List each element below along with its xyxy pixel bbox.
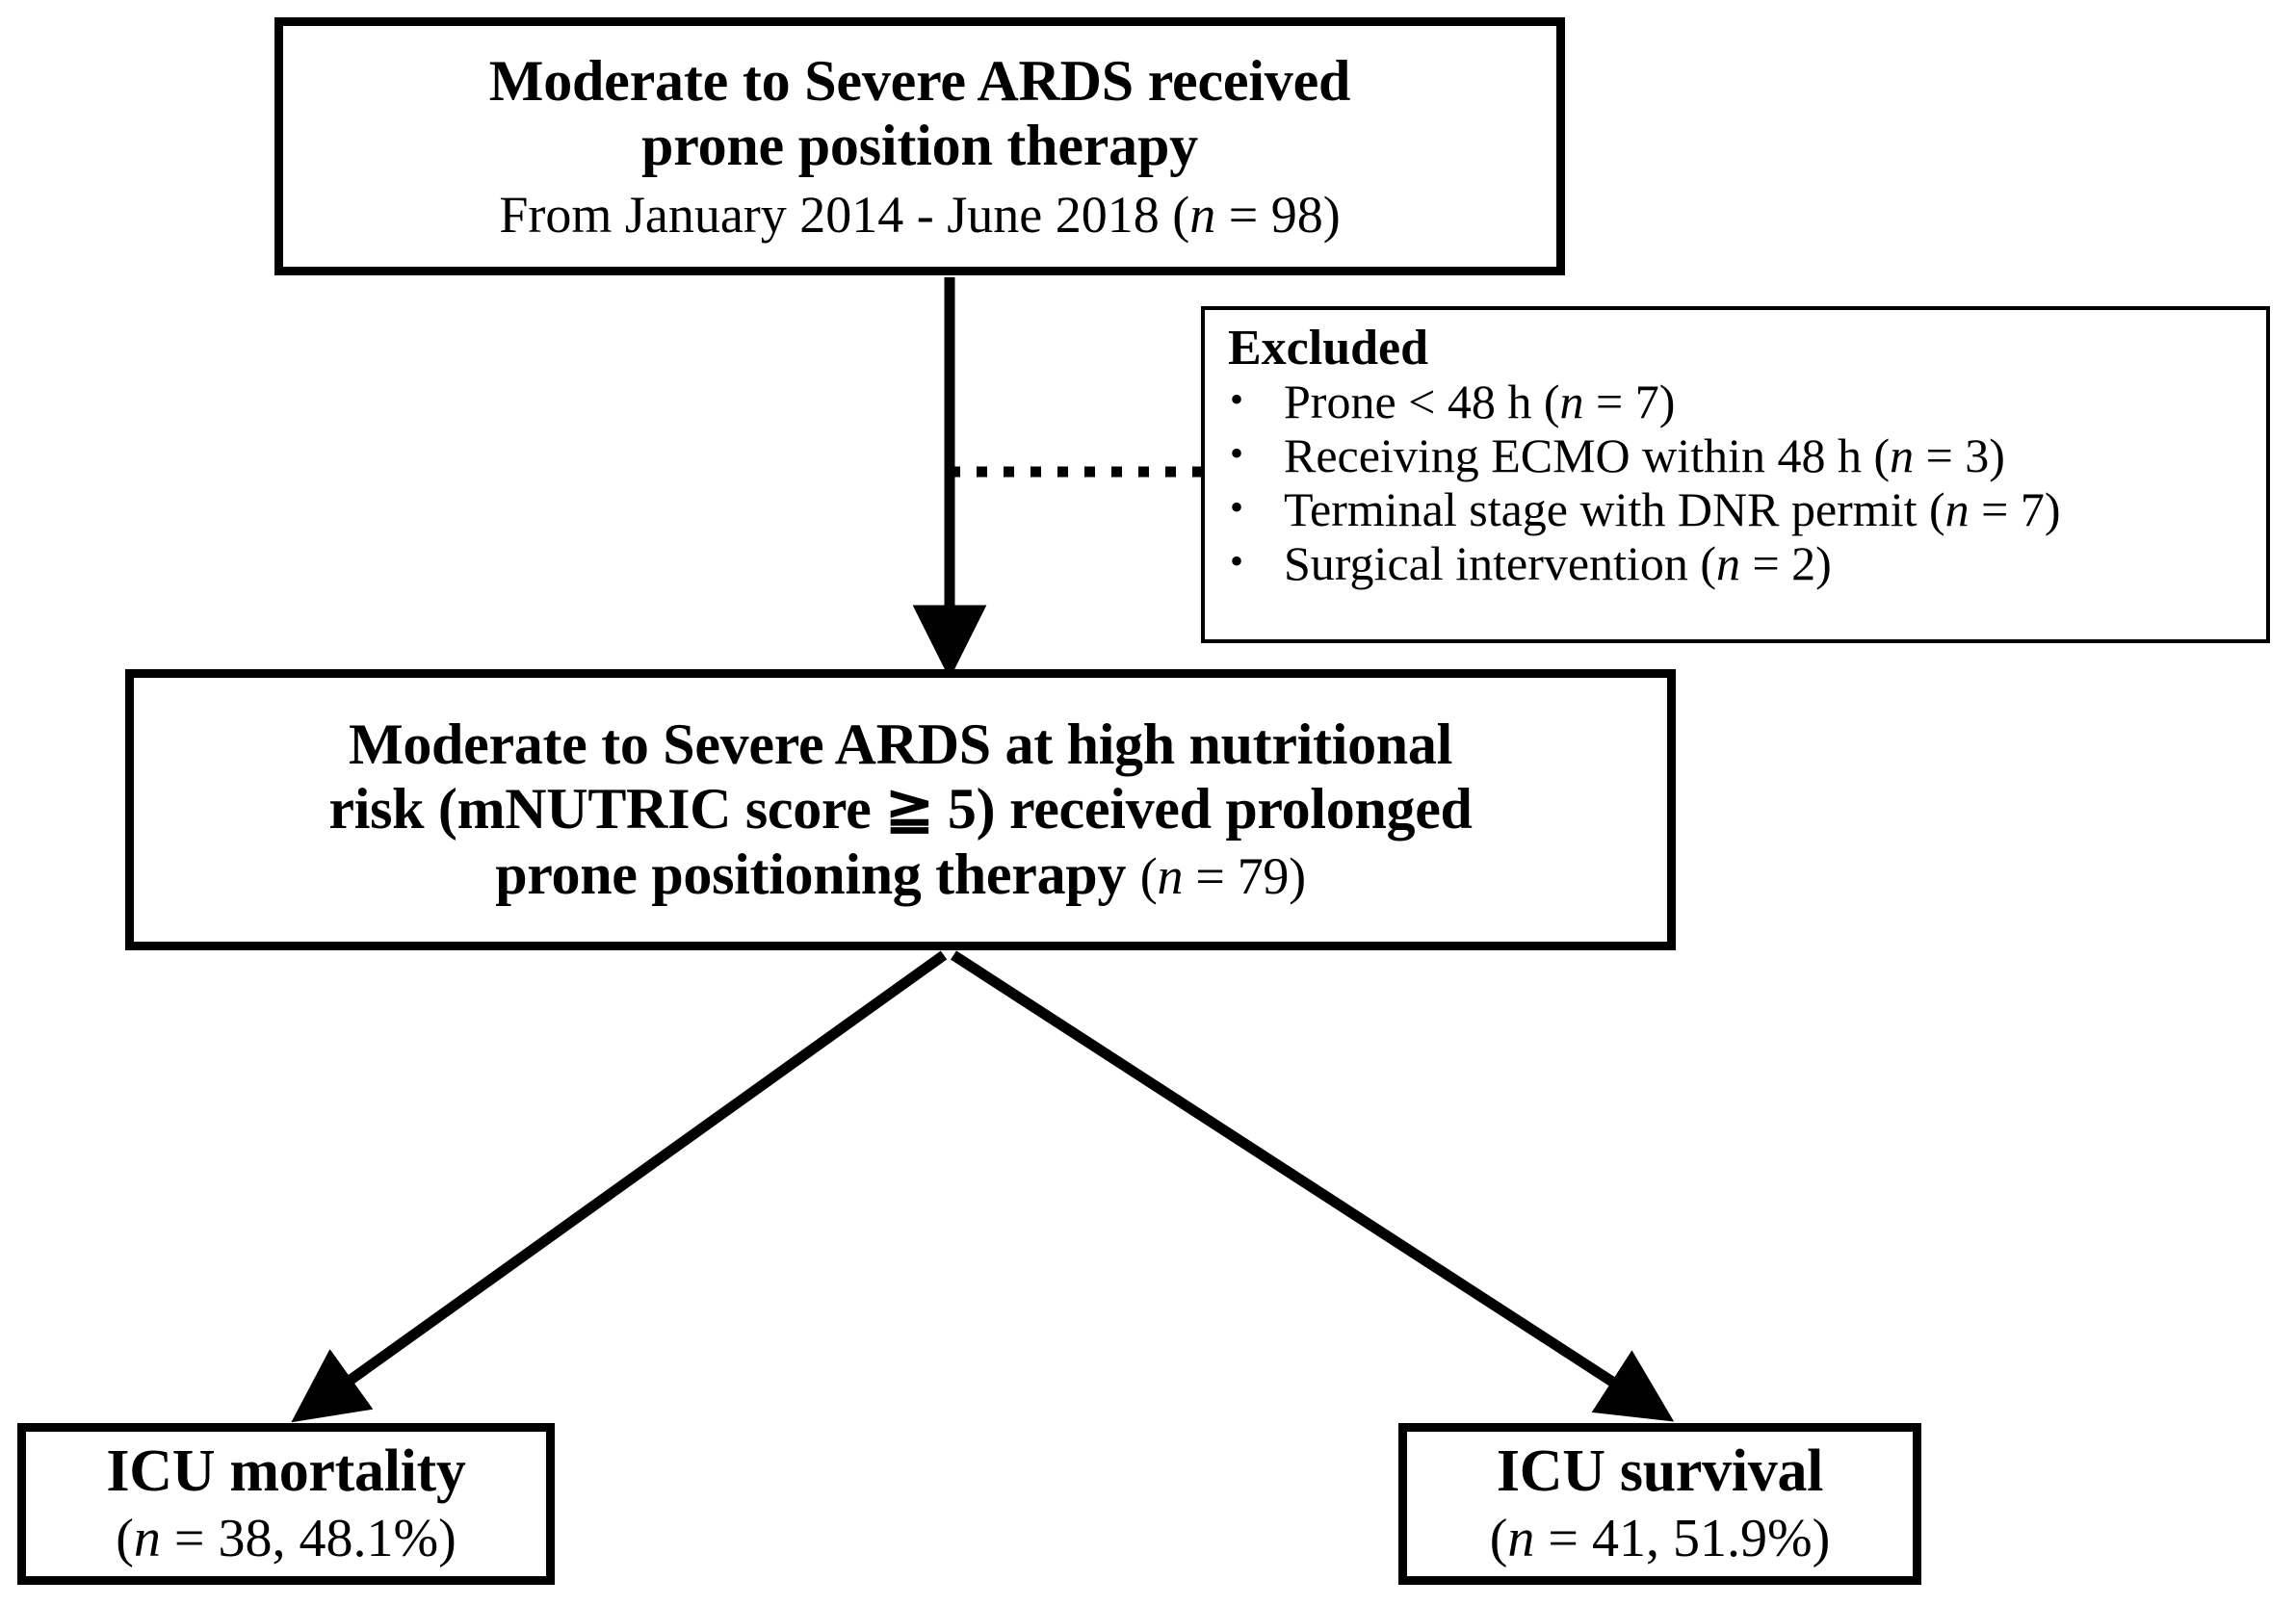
node-icu-survival: ICU survival (n = 41, 51.9%) [1398,1423,1921,1585]
enrolled-line-2: risk (mNUTRIC score ≧ 5) received prolon… [328,777,1473,842]
excluded-item-ecmo: • Receiving ECMO within 48 h (n = 3) [1222,428,2266,482]
bullet-icon: • [1230,485,1244,530]
excluded-item-prone: • Prone < 48 h (n = 7) [1222,375,2266,428]
excluded-item-n-value: = 2) [1739,536,1832,591]
mortality-n-value: = 38, 48.1%) [160,1509,457,1569]
edge-enrolled-to-survival [951,950,1675,1422]
cohort-n-symbol: n [1189,185,1216,244]
excluded-item-n-value: = 7) [1583,375,1676,429]
survival-stats: (n = 41, 51.9%) [1490,1509,1831,1569]
excluded-item-text: Prone < 48 h ( [1284,375,1560,429]
edge-enrolled-to-mortality [291,950,948,1423]
cohort-n-value: = 98) [1215,185,1341,244]
enrolled-n-value: = 79) [1183,846,1306,905]
bullet-icon: • [1230,539,1244,583]
cohort-line-2: prone position therapy [641,113,1198,177]
excluded-item-n-symbol: n [1559,375,1584,429]
node-enrolled: Moderate to Severe ARDS at high nutritio… [125,669,1676,950]
enrolled-line-1: Moderate to Severe ARDS at high nutritio… [349,712,1452,777]
cohort-line-3: From January 2014 - June 2018 (n = 98) [499,186,1340,244]
mortality-stats: (n = 38, 48.1%) [116,1509,457,1569]
bullet-icon: • [1230,431,1244,476]
excluded-item-n-value: = 7) [1969,482,2061,537]
node-icu-mortality: ICU mortality (n = 38, 48.1%) [17,1423,555,1585]
enrolled-n-open: ( [1139,846,1158,905]
survival-n-value: = 41, 51.9%) [1534,1509,1831,1569]
mortality-n-symbol: n [133,1509,161,1569]
enrolled-therapy-text: prone positioning therapy [495,842,1140,906]
excluded-item-text: Terminal stage with DNR permit ( [1284,482,1945,537]
bullet-icon: • [1230,377,1244,422]
survival-stats-open: ( [1489,1509,1508,1569]
mortality-stats-open: ( [116,1509,134,1569]
mortality-title: ICU mortality [106,1438,466,1504]
excluded-item-text: Surgical intervention ( [1284,536,1716,591]
cohort-period-prefix: From January 2014 - June 2018 ( [499,185,1190,244]
excluded-item-dnr: • Terminal stage with DNR permit (n = 7) [1222,482,2266,536]
enrolled-line-3: prone positioning therapy (n = 79) [495,842,1306,907]
excluded-item-text: Receiving ECMO within 48 h ( [1284,428,1891,483]
cohort-line-1: Moderate to Severe ARDS received [488,48,1351,113]
excluded-item-surgery: • Surgical intervention (n = 2) [1222,536,2266,590]
excluded-heading: Excluded [1228,321,1429,376]
excluded-item-n-value: = 3) [1914,428,2005,483]
node-cohort: Moderate to Severe ARDS received prone p… [274,17,1565,275]
excluded-item-n-symbol: n [1944,482,1970,537]
enrolled-n-symbol: n [1157,846,1184,905]
survival-title: ICU survival [1496,1438,1824,1504]
excluded-list: •Prone < 48 h (n = 7) •Receiving ECMO wi… [1222,375,2266,590]
excluded-item-n-symbol: n [1890,428,1915,483]
excluded-item-n-symbol: n [1715,536,1740,591]
survival-n-symbol: n [1507,1509,1535,1569]
node-excluded: Excluded •Prone < 48 h (n = 7) •Receivin… [1201,306,2270,643]
